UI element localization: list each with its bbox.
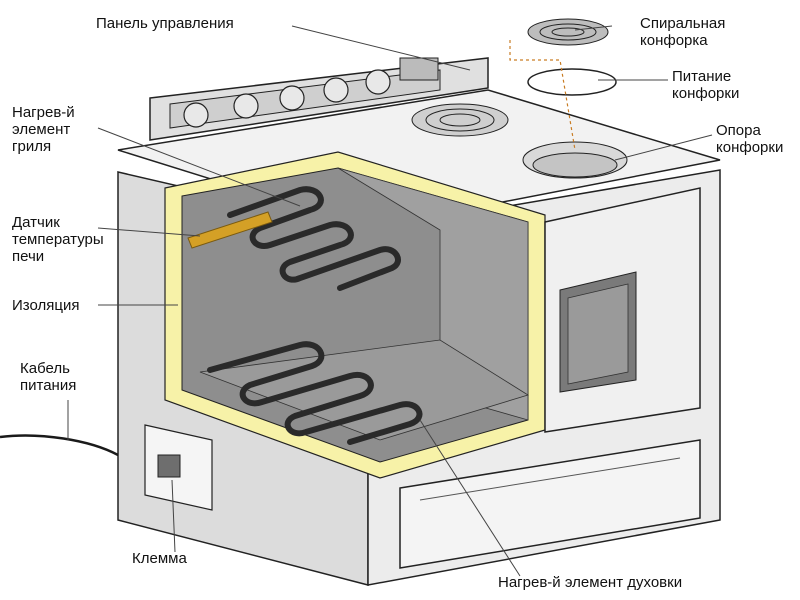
- label-temperature-sensor: Датчик температуры печи: [12, 214, 104, 265]
- knob-icon: [183, 102, 209, 128]
- oven-door-glass: [567, 283, 629, 385]
- broil-element-coil: [227, 186, 401, 291]
- terminal-block-icon: [157, 454, 181, 478]
- control-display: [399, 57, 439, 81]
- label-bake-element: Нагрев-й элемент духовки: [498, 574, 683, 591]
- label-terminal: Клемма: [132, 550, 187, 567]
- label-burner-power: Питание конфорки: [672, 68, 740, 102]
- drip-pan-icon: [527, 68, 617, 96]
- label-insulation: Изоляция: [12, 297, 80, 314]
- label-burner-support: Опора конфорки: [716, 122, 784, 156]
- temperature-sensor-icon: [187, 211, 273, 249]
- label-spiral-burner: Спиральная конфорка: [640, 15, 726, 49]
- power-cable-line: [0, 434, 119, 457]
- leader-lines: [67, 25, 713, 577]
- control-knobs: [183, 69, 391, 128]
- spiral-burner-icon: [527, 18, 609, 46]
- knob-icon: [323, 77, 349, 103]
- cavity-floor: [199, 339, 529, 441]
- burner-connector: [509, 40, 576, 151]
- label-control-panel: Панель управления: [96, 15, 234, 32]
- knob-icon: [365, 69, 391, 95]
- label-broil-element: Нагрев-й элемент гриля: [12, 104, 75, 155]
- knob-icon: [233, 93, 259, 119]
- label-power-cable: Кабель питания: [20, 360, 77, 394]
- storage-drawer: [399, 439, 701, 569]
- bake-element-coil: [207, 341, 423, 445]
- knob-icon: [279, 85, 305, 111]
